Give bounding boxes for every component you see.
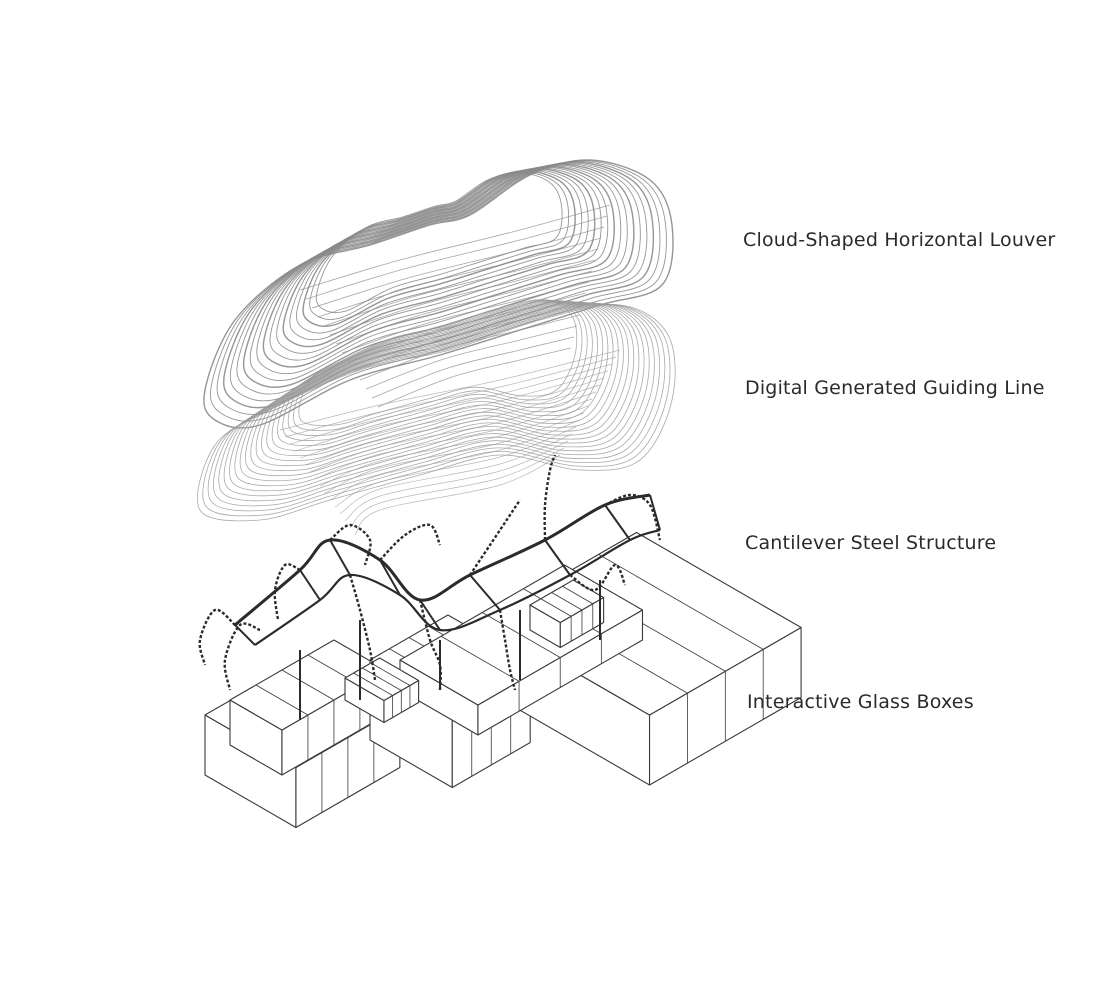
louver-blade — [311, 226, 605, 309]
guiding-line — [284, 356, 617, 438]
louver-ring — [262, 165, 615, 368]
cloud-louver-layer — [203, 159, 674, 429]
cantilever-rib — [223, 622, 261, 691]
guiding-line-ring — [282, 300, 593, 441]
louver-blade — [365, 325, 578, 390]
louver-ring — [295, 169, 583, 334]
cantilever-rib — [348, 574, 377, 681]
steel-secondary-beam — [254, 528, 661, 646]
louver-blade — [299, 204, 611, 291]
glass-box-roof-unit-roof-grid — [540, 598, 572, 617]
steel-cross-beam — [649, 494, 661, 531]
cantilever-rib — [198, 608, 236, 666]
louver-blade — [335, 270, 593, 345]
louver-blade — [305, 215, 608, 300]
guiding-line — [329, 419, 581, 501]
steel-cross-beam — [469, 574, 501, 611]
louver-ring — [210, 160, 667, 422]
steel-cross-beam — [299, 569, 321, 601]
louver-ring — [282, 167, 596, 348]
guiding-line — [279, 349, 621, 431]
guiding-line — [324, 412, 585, 494]
glass-box-west-upper-roof-grid — [281, 669, 335, 701]
glass-box-roof-unit-roof-grid — [562, 585, 593, 605]
louver-ring — [249, 164, 628, 381]
cantilever-rib — [379, 523, 442, 561]
cantilever-rib — [468, 499, 521, 576]
glass-box-small-unit-roof-grid — [370, 662, 411, 686]
cantilever-rib — [273, 563, 301, 621]
guiding-line — [334, 426, 577, 508]
guiding-line-ring — [234, 302, 640, 487]
cantilever-rib — [543, 454, 557, 541]
guiding-line-ring — [223, 302, 650, 497]
guiding-line-ring — [277, 300, 598, 446]
louver-ring — [276, 167, 602, 354]
louver-blade — [377, 347, 572, 408]
guiding-line-layer — [197, 299, 676, 536]
guiding-line — [339, 433, 573, 515]
guiding-line-ring — [207, 303, 666, 512]
guiding-line-ring — [293, 299, 583, 431]
steel-cross-beam — [544, 539, 571, 576]
louver-blade — [323, 248, 599, 327]
louver-label: Cloud-Shaped Horizontal Louver — [743, 229, 1056, 251]
louver-ring — [289, 168, 589, 341]
guiding-line — [299, 377, 605, 459]
guiding-line — [349, 447, 565, 529]
louver-ring — [315, 171, 563, 314]
louver-ring — [256, 165, 622, 375]
louver-ring — [302, 170, 576, 327]
cantilever-rib — [329, 523, 372, 566]
louver-blade — [329, 259, 596, 336]
glass-box-middle-deck-roof-grid — [482, 612, 561, 658]
guiding-line-ring — [266, 300, 609, 457]
cantilever-rib — [498, 609, 517, 691]
glass-box-east-roof-grid — [598, 554, 764, 650]
guiding-line — [344, 440, 569, 522]
louver-blade — [371, 336, 575, 399]
guiding-line-ring — [271, 300, 604, 452]
steel-structure-layer — [198, 454, 662, 720]
steel-cross-beam — [379, 559, 401, 596]
guiding-line — [304, 384, 601, 466]
guiding-line-label: Digital Generated Guiding Line — [745, 377, 1045, 399]
louver-ring — [242, 163, 635, 388]
steel-cross-beam — [329, 539, 351, 576]
glass-box-middle-deck-roof-grid — [440, 635, 520, 682]
guiding-line-ring — [261, 301, 614, 462]
louver-blade — [341, 281, 590, 354]
louver-blade — [317, 237, 602, 318]
steel-cross-beam — [419, 599, 441, 631]
guiding-line — [294, 370, 609, 452]
cantilever-rib — [569, 563, 627, 592]
guiding-line-ring — [197, 304, 676, 522]
glass-box-small-unit-roof-grid — [362, 667, 402, 691]
guiding-line-ring — [218, 303, 655, 502]
steel-structure-label: Cantilever Steel Structure — [745, 532, 997, 554]
glass-boxes-layer — [204, 531, 802, 829]
guiding-line — [309, 391, 597, 473]
guiding-line — [319, 405, 589, 487]
cantilever-rib — [604, 493, 662, 541]
guiding-line — [314, 398, 593, 480]
guiding-line-ring — [245, 301, 629, 477]
guiding-line — [289, 363, 613, 445]
steel-cross-beam — [604, 504, 631, 541]
guiding-line-ring — [298, 299, 578, 426]
glass-boxes-label: Interactive Glass Boxes — [747, 691, 974, 713]
glass-box-roof-unit-roof-grid — [551, 592, 583, 611]
guiding-line-ring — [255, 301, 619, 467]
guiding-line-ring — [250, 301, 624, 472]
louver-ring — [216, 160, 661, 415]
guiding-line-ring — [229, 302, 645, 492]
louver-ring — [269, 166, 609, 361]
guiding-line-ring — [213, 303, 660, 507]
louver-ring — [203, 159, 674, 429]
guiding-line — [354, 454, 561, 536]
